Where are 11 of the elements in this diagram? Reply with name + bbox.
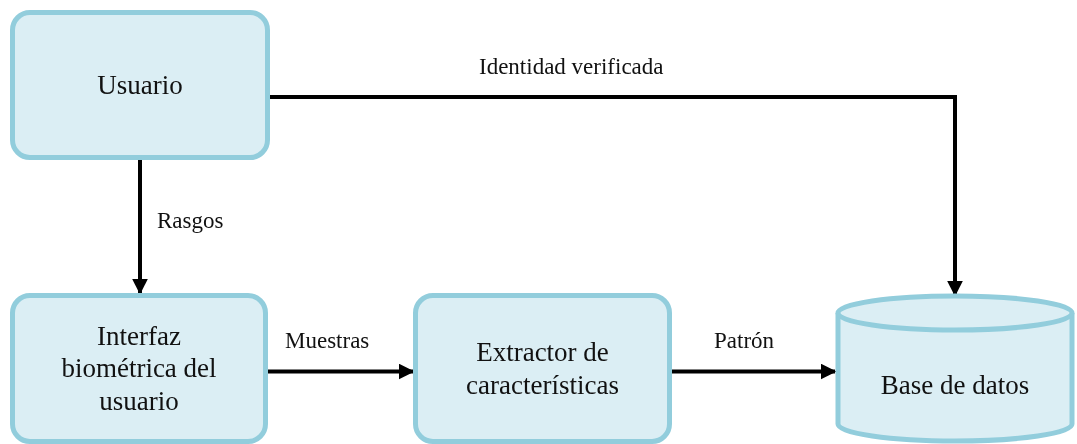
process-box [10, 293, 268, 444]
process-box [413, 293, 672, 444]
process-box [10, 10, 270, 160]
arrow [268, 363, 415, 380]
arrow [132, 160, 148, 295]
node-label: Extractor de características [465, 336, 620, 401]
database-cylinder [835, 293, 1075, 444]
node-label: Usuario [97, 68, 183, 102]
arrow [672, 363, 837, 380]
node-label: Base de datos [880, 369, 1030, 402]
node-label: Interfaz biométrica del usuario [60, 319, 218, 418]
